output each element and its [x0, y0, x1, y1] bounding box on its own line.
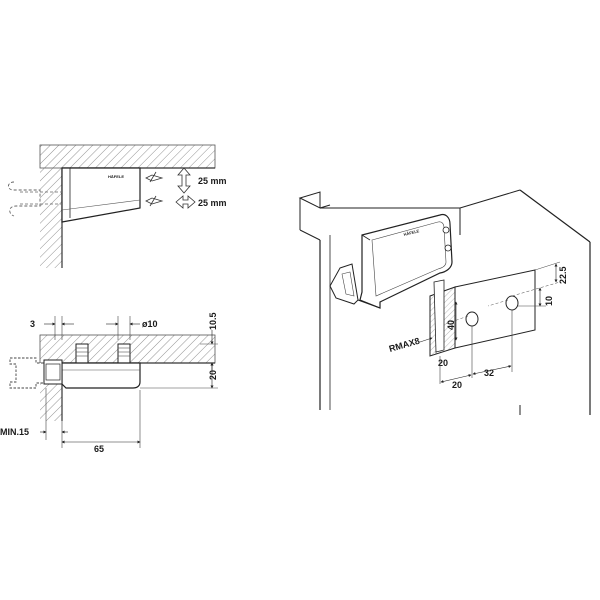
dim-length-65: 65 [94, 444, 104, 454]
screwdriver-upper [145, 171, 164, 183]
iso-view: HÄFELE RMAX8 20 40 20 32 22.5 10 [298, 189, 591, 415]
side-view: 3 ø10 10.5 20 MIN.15 65 [0, 312, 218, 454]
side-bracket-body [61, 362, 141, 389]
hook-ghost [7, 181, 41, 217]
dim-hole-depth-10: 10 [544, 296, 554, 306]
dim-hole-height-40: 40 [446, 320, 456, 330]
bracket-logo: HÄFELE [108, 174, 124, 179]
iso-hole-2 [505, 295, 519, 311]
iso-bracket-lip [433, 279, 445, 353]
dim-min-15: MIN.15 [0, 427, 29, 437]
iso-bracket [359, 213, 453, 309]
bracket-body [61, 167, 141, 223]
top-view: HÄFELE 25 mm 25 mm [7, 144, 227, 268]
screwdriver-lower [145, 195, 164, 207]
iso-panel-front [330, 207, 461, 235]
dim-offset-22-5: 22.5 [558, 266, 568, 284]
dim-hole-from-edge-20: 20 [452, 380, 462, 390]
horizontal-adjust-arrow [175, 195, 196, 209]
dim-edge-20: 20 [438, 358, 448, 368]
iso-bracket-screw-1 [442, 226, 450, 234]
iso-top-face [298, 191, 321, 209]
dim-offset-3: 3 [30, 319, 35, 329]
iso-hole-1 [465, 311, 479, 327]
iso-side-panel [454, 269, 536, 349]
panel-hatch [39, 144, 216, 169]
dim-bolt-diameter: ø10 [142, 319, 158, 329]
dim-horizontal-adjust: 25 mm [198, 198, 227, 208]
iso-wall-edge [519, 189, 591, 243]
side-wall-hatch [40, 168, 62, 268]
dim-radius-rmax8: RMAX8 [388, 336, 421, 354]
bolt-2 [117, 343, 131, 364]
iso-bracket-logo: HÄFELE [403, 228, 420, 237]
vertical-adjust-arrow [177, 167, 191, 194]
bolt-1 [75, 343, 89, 364]
dim-top-10-5: 10.5 [208, 312, 218, 330]
dim-vertical-adjust: 25 mm [198, 176, 227, 186]
dim-height-20: 20 [208, 370, 218, 380]
rail-profile [9, 357, 47, 389]
iso-bracket-screw-2 [444, 244, 452, 252]
dim-hole-spacing-32: 32 [484, 368, 494, 378]
